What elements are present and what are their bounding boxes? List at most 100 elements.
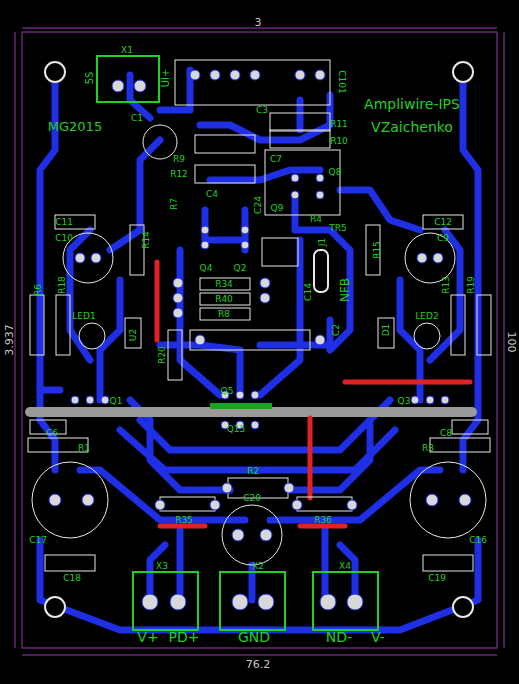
- pcb-graphic: [423, 555, 473, 571]
- silkscreen-label: R34: [215, 280, 233, 289]
- silkscreen-label: Q4: [200, 264, 213, 273]
- silkscreen-label: X1: [121, 46, 133, 55]
- pcb-graphic: [75, 253, 85, 263]
- pcb-graphic: [86, 396, 94, 404]
- pcb-graphic: [453, 597, 473, 617]
- silkscreen-label: C12: [434, 218, 452, 227]
- pcb-graphic: [125, 318, 141, 348]
- silkscreen-label: C24: [254, 196, 263, 214]
- pcb-graphic: [55, 215, 95, 229]
- pcb-graphic: [49, 494, 61, 506]
- pcb-graphic: [322, 530, 329, 600]
- pcb-graphic: [459, 494, 471, 506]
- silkscreen-label: C101: [337, 70, 346, 93]
- pcb-graphic: [200, 278, 250, 290]
- pcb-graphic: [32, 462, 108, 538]
- silkscreen-label: VZaichenko: [371, 120, 453, 134]
- silkscreen-label: PD+: [169, 630, 200, 644]
- pcb-graphic: [100, 280, 120, 400]
- pcb-graphic: [222, 483, 232, 493]
- pcb-graphic: [173, 293, 183, 303]
- pcb-graphic: [295, 200, 350, 350]
- silkscreen-label: C6: [46, 429, 58, 438]
- pcb-graphic: [423, 215, 463, 229]
- pcb-graphic: [241, 226, 249, 234]
- pcb-graphic: [71, 396, 79, 404]
- silkscreen-label: Q5: [221, 387, 234, 396]
- pcb-graphic: [195, 335, 205, 345]
- pcb-graphic: [260, 240, 300, 395]
- pcb-graphic: [441, 396, 449, 404]
- silkscreen-label: V-: [371, 630, 385, 644]
- silkscreen-label: LED1: [72, 312, 95, 321]
- silkscreen-label: C20: [243, 494, 261, 503]
- pcb-graphic: [210, 403, 272, 409]
- pcb-graphic: [262, 238, 298, 266]
- silkscreen-label: R20: [158, 346, 167, 364]
- pcb-graphic: [315, 70, 325, 80]
- pcb-graphic: [417, 253, 427, 263]
- silkscreen-label: V+: [137, 630, 158, 644]
- silkscreen-label: Q9: [271, 204, 284, 213]
- pcb-graphic: [28, 60, 491, 571]
- pcb-graphic: [378, 318, 394, 348]
- pcb-graphic: [177, 530, 184, 600]
- pcb-graphic: [260, 293, 270, 303]
- pcb-graphic: [40, 540, 478, 630]
- silkscreen-label: R2: [247, 467, 259, 476]
- silkscreen-label: Q1: [110, 397, 123, 406]
- pcb-graphic: [130, 75, 150, 118]
- silkscreen-label: C9: [437, 234, 449, 243]
- silkscreen-label: C4: [206, 190, 218, 199]
- pcb-graphic: [155, 262, 160, 340]
- silkscreen-label: R3: [422, 444, 434, 453]
- pcb-graphic: [340, 190, 420, 230]
- silkscreen-label: R12: [170, 170, 188, 179]
- pcb-graphic: [453, 62, 473, 82]
- pcb-graphic: [451, 295, 465, 355]
- pcb-graphic: [15, 32, 16, 648]
- silkscreen-label: Q8: [329, 168, 342, 177]
- pcb-graphic: [140, 420, 370, 450]
- pcb-graphic: [222, 505, 282, 565]
- silkscreen-label: 5S: [85, 72, 95, 85]
- pcb-graphic: [200, 308, 250, 320]
- silkscreen-label: R14: [142, 231, 151, 249]
- pcb-graphic: [49, 70, 471, 610]
- pcb-graphic: [426, 396, 434, 404]
- silkscreen-label: R4: [310, 215, 322, 224]
- pcb-graphic: [22, 32, 497, 648]
- pcb-graphic: [260, 278, 270, 288]
- pcb-graphic: [230, 70, 240, 80]
- pcb-graphic: [477, 295, 491, 355]
- pcb-graphic: [173, 278, 183, 288]
- pcb-graphic: [160, 345, 240, 395]
- silkscreen-label: UI+: [161, 69, 171, 88]
- pcb-graphic: [316, 191, 324, 199]
- pcb-graphic: [175, 60, 330, 105]
- pcb-graphic: [232, 594, 248, 610]
- pcb-graphic: [265, 150, 340, 215]
- pcb-graphic: [22, 28, 497, 29]
- pcb-graphic: [195, 135, 255, 153]
- silkscreen-label: R7: [170, 198, 179, 210]
- pcb-graphic: [101, 396, 109, 404]
- pcb-graphic: [260, 529, 272, 541]
- silkscreen-label: NFB: [339, 278, 351, 302]
- pcb-graphic: [201, 226, 209, 234]
- dimension-label: 3.937: [4, 324, 15, 356]
- pcb-graphic: [45, 62, 473, 617]
- pcb-graphic: [200, 95, 330, 140]
- pcb-graphic: [97, 56, 378, 630]
- silkscreen-label: C10: [55, 234, 73, 243]
- silkscreen-label: D1: [382, 324, 391, 337]
- pcb-graphic: [112, 80, 124, 92]
- pcb-graphic: [251, 391, 259, 399]
- pcb-graphic: [295, 70, 305, 80]
- pcb-graphic: [30, 295, 44, 355]
- pcb-graphic: [22, 655, 497, 656]
- silkscreen-label: R40: [215, 295, 233, 304]
- pcb-graphic: [180, 250, 220, 395]
- silkscreen-label: X3: [156, 562, 168, 571]
